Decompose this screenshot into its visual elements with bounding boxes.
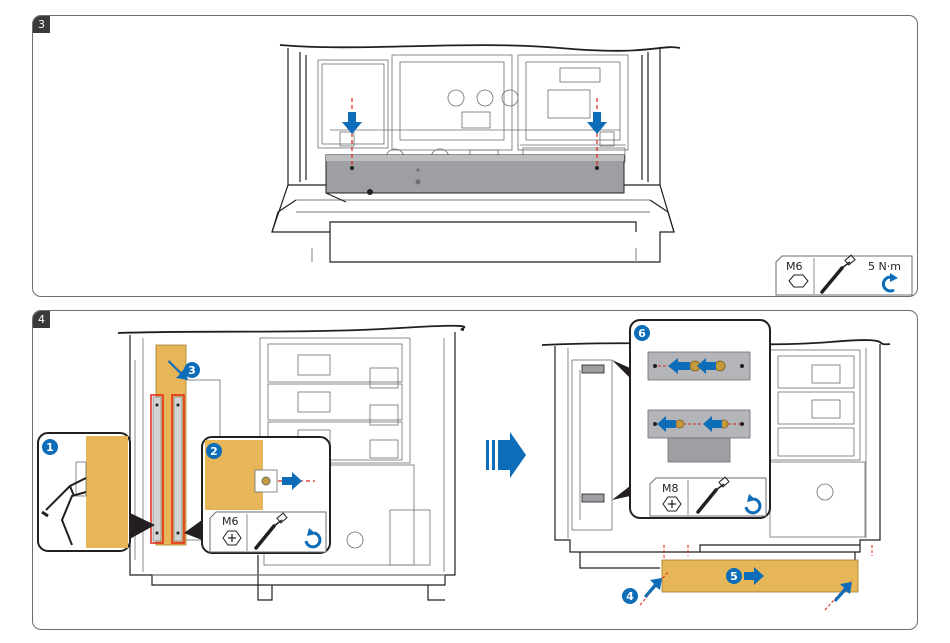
callout-6: 6 bbox=[634, 325, 650, 341]
svg-text:1: 1 bbox=[46, 441, 54, 454]
svg-text:4: 4 bbox=[626, 590, 634, 603]
diagonal-arrow-icon bbox=[644, 578, 662, 598]
detail-inset-6: 6 M8 bbox=[612, 320, 770, 518]
svg-text:6: 6 bbox=[638, 327, 646, 340]
detail-inset-1: 1 bbox=[38, 433, 155, 551]
double-arrow-right-icon bbox=[486, 432, 526, 478]
callout-4: 4 bbox=[622, 588, 638, 604]
svg-text:3: 3 bbox=[188, 364, 196, 377]
detail-inset-2: 2 M6 bbox=[184, 437, 330, 553]
callout-2: 2 bbox=[206, 443, 222, 459]
brackets-right bbox=[582, 365, 604, 502]
callout-5: 5 bbox=[726, 568, 742, 584]
svg-text:5: 5 bbox=[730, 570, 738, 583]
screw-size-label: M8 bbox=[662, 482, 679, 495]
svg-text:2: 2 bbox=[210, 445, 218, 458]
screw-size-label: M6 bbox=[222, 515, 239, 528]
callout-1: 1 bbox=[42, 439, 58, 455]
callout-3: 3 bbox=[184, 362, 200, 378]
